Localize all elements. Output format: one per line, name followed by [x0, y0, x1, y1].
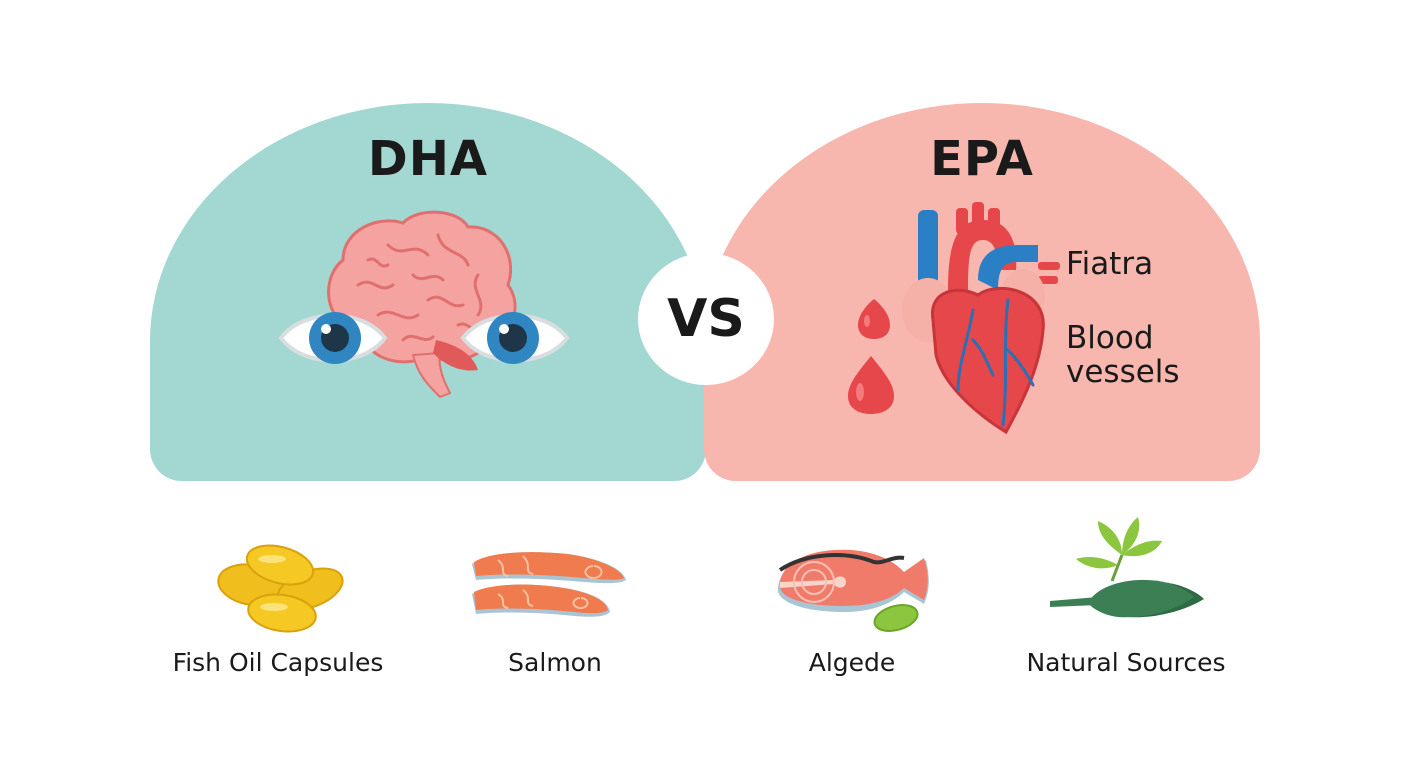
epa-title: EPA [930, 131, 1034, 187]
fiatra-label: Fiatra [1066, 246, 1154, 282]
blood-drop-icon [858, 299, 890, 339]
salmon-icon [472, 552, 626, 617]
dha-title: DHA [367, 131, 489, 187]
vs-badge: VS [638, 253, 774, 385]
source-label-natural: Natural Sources [1026, 648, 1226, 677]
blood-drop-icon [848, 356, 894, 414]
source-label-salmon: Salmon [508, 648, 602, 677]
source-label-algae: Algede [808, 648, 896, 677]
vessels-label: vessels [1066, 354, 1180, 390]
brain-icon [327, 210, 517, 399]
eye-icon [460, 312, 570, 364]
eye-icon [278, 312, 388, 364]
blood-label: Blood [1066, 320, 1154, 356]
heart-icon [902, 202, 1060, 435]
source-label-fish-oil: Fish Oil Capsules [172, 648, 384, 677]
capsules-icon [217, 544, 344, 633]
leaves-icon [1050, 517, 1204, 618]
algae-fish-icon [778, 549, 929, 632]
